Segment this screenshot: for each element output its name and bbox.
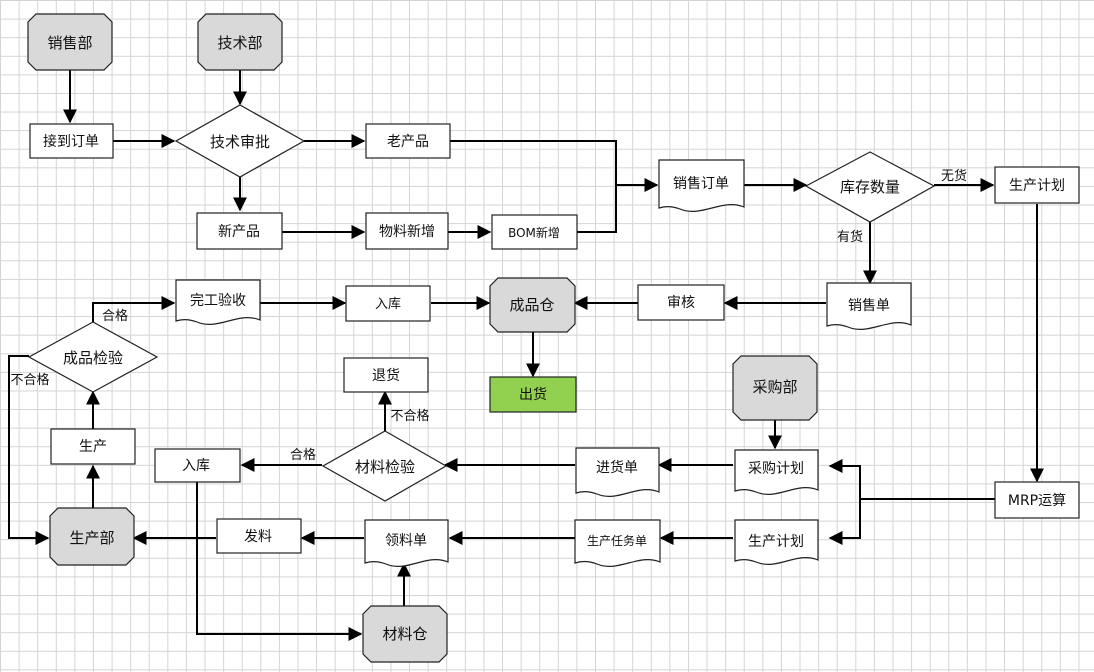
svg-text:生产任务单: 生产任务单 <box>587 533 647 548</box>
node-purchase-dept: 采购部 <box>732 355 818 421</box>
edge-bom-merge <box>577 185 617 233</box>
edge-fail-to-production-dept <box>8 355 50 545</box>
node-fg-warehouse: 成品仓 <box>489 277 576 333</box>
svg-text:进货单: 进货单 <box>596 459 638 476</box>
edge-mrp-to-purchase-plan <box>828 459 861 499</box>
node-plan-top: 生产计划 <box>994 166 1080 204</box>
svg-text:入库: 入库 <box>182 458 210 474</box>
svg-text:成品检验: 成品检验 <box>63 349 123 367</box>
node-mrp: MRP运算 <box>994 481 1080 519</box>
edge-inbound-to-material-wh <box>196 482 363 641</box>
node-plan-bottom: 生产计划 <box>734 519 819 565</box>
svg-text:入库: 入库 <box>375 296 401 312</box>
svg-text:物料新增: 物料新增 <box>379 224 435 240</box>
svg-text:完工验收: 完工验收 <box>190 293 246 309</box>
node-sales-slip: 销售单 <box>826 282 912 330</box>
node-production: 生产 <box>50 428 136 465</box>
edge-labels: 无货 有货 合格 不合格 不合格 合格 <box>10 168 967 463</box>
svg-text:BOM新增: BOM新增 <box>508 225 560 240</box>
svg-text:销售部: 销售部 <box>47 34 92 52</box>
node-inbound-bottom: 入库 <box>154 448 241 483</box>
node-sales-order: 销售订单 <box>658 159 745 212</box>
svg-text:老产品: 老产品 <box>387 134 429 150</box>
svg-text:材料仓: 材料仓 <box>382 625 427 643</box>
svg-text:领料单: 领料单 <box>385 533 427 549</box>
node-old-product: 老产品 <box>365 123 451 159</box>
svg-text:发料: 发料 <box>244 529 272 545</box>
svg-text:生产计划: 生产计划 <box>748 534 804 550</box>
node-ship: 出货 <box>489 376 577 413</box>
svg-text:成品仓: 成品仓 <box>509 296 554 314</box>
node-new-product: 新产品 <box>196 212 283 250</box>
node-receipt: 进货单 <box>575 447 660 497</box>
svg-text:出货: 出货 <box>519 386 547 403</box>
svg-text:生产部: 生产部 <box>69 529 114 547</box>
node-receive-order: 接到订单 <box>29 123 114 159</box>
svg-text:库存数量: 库存数量 <box>840 178 900 196</box>
node-purchase-plan: 采购计划 <box>734 449 819 495</box>
svg-text:销售单: 销售单 <box>848 298 890 314</box>
svg-text:技术部: 技术部 <box>217 34 262 52</box>
node-fg-inspection: 成品检验 <box>27 321 159 393</box>
svg-text:MRP运算: MRP运算 <box>1008 493 1066 509</box>
svg-text:销售订单: 销售订单 <box>673 176 729 192</box>
node-completion-check: 完工验收 <box>175 279 261 325</box>
node-bom-add: BOM新增 <box>491 214 578 250</box>
node-prod-task: 生产任务单 <box>574 519 661 567</box>
svg-text:新产品: 新产品 <box>218 224 260 240</box>
svg-text:接到订单: 接到订单 <box>43 133 99 150</box>
svg-text:生产计划: 生产计划 <box>1009 178 1065 194</box>
node-requisition: 领料单 <box>364 519 449 567</box>
label-fail-left: 不合格 <box>10 372 49 388</box>
svg-text:生产: 生产 <box>79 439 107 455</box>
svg-text:审核: 审核 <box>667 295 695 311</box>
node-stock-qty: 库存数量 <box>804 151 936 223</box>
svg-text:退货: 退货 <box>372 367 400 384</box>
label-pass-material: 合格 <box>290 447 316 463</box>
connectors <box>8 70 1044 641</box>
node-material-inspection: 材料检验 <box>321 430 448 502</box>
svg-text:采购计划: 采购计划 <box>748 461 804 477</box>
edge-mrp-to-prod-plan <box>828 499 861 545</box>
node-return-goods: 退货 <box>343 357 429 393</box>
svg-text:材料检验: 材料检验 <box>355 458 415 476</box>
node-sales-dept: 销售部 <box>27 13 113 71</box>
node-issue-material: 发料 <box>216 518 302 554</box>
node-audit: 审核 <box>637 284 725 321</box>
node-inbound-top: 入库 <box>345 285 431 322</box>
label-fail-return: 不合格 <box>390 408 429 424</box>
node-tech-review: 技术审批 <box>174 104 306 178</box>
node-tech-dept: 技术部 <box>197 13 283 71</box>
svg-text:技术审批: 技术审批 <box>210 133 270 151</box>
label-no-stock: 无货 <box>941 168 967 184</box>
node-material-add: 物料新增 <box>365 212 449 250</box>
node-material-warehouse: 材料仓 <box>362 605 448 663</box>
node-production-dept: 生产部 <box>49 507 135 566</box>
edge-pass-to-completion <box>92 296 176 322</box>
label-pass-top: 合格 <box>102 308 128 324</box>
edge-old-merge <box>450 140 617 185</box>
label-in-stock: 有货 <box>837 229 863 245</box>
svg-text:采购部: 采购部 <box>752 378 797 396</box>
